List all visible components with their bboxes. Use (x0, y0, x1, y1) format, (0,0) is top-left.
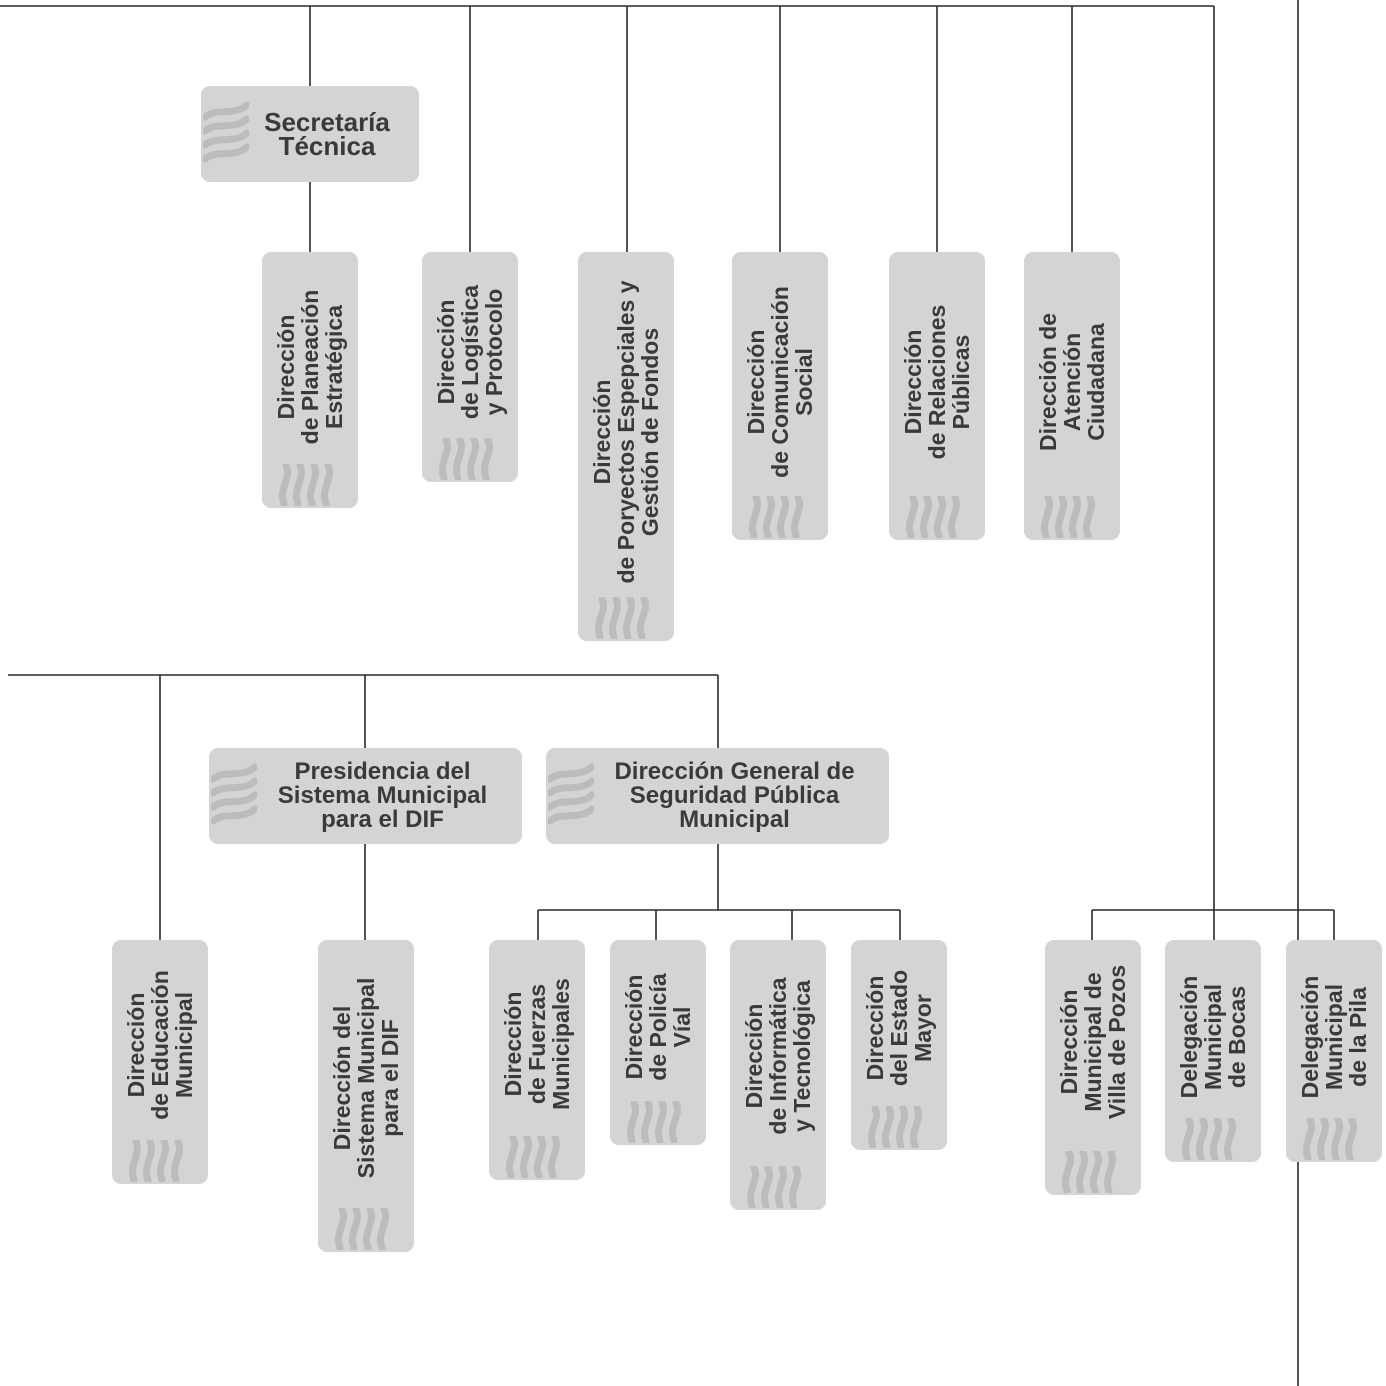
secretaria-tecnica-label: Secretaría Técnica (264, 107, 390, 161)
del-bocas-label: Delegación Municipal de Bocas (1176, 975, 1250, 1099)
dir-proyectos-label: Dirección de Poryectos Espepciales y Ges… (589, 280, 663, 584)
del-la-pila-label: Delegación Municipal de la Pila (1297, 975, 1371, 1099)
dir-policia-vial-label: Dirección de Policía Víal (621, 973, 695, 1081)
box-dir-villa-pozos: Dirección Municipal de Villa de Pozos (1045, 940, 1141, 1195)
wave-stripes-logo-icon (906, 496, 960, 538)
wave-stripes-logo-icon (1303, 1118, 1357, 1160)
box-secretaria-tecnica: Secretaría Técnica (201, 86, 419, 182)
wave-stripes-logo-icon (129, 1140, 183, 1182)
wave-stripes-logo-icon (749, 496, 803, 538)
box-dir-relaciones: Dirección de Relaciones Públicas (889, 252, 985, 540)
dir-logistica-label: Dirección de Logística y Protocolo (433, 284, 507, 420)
wave-stripes-logo-icon (1041, 496, 1095, 538)
wave-stripes-logo-icon (548, 763, 594, 825)
dir-comunicacion-label: Dirección de Comunicación Social (743, 286, 817, 478)
wave-stripes-logo-icon (211, 763, 257, 825)
dir-informatica-label: Dirección de Informática y Tecnológica (741, 977, 815, 1135)
dg-seguridad-label: Dirección General de Seguridad Pública M… (614, 758, 855, 833)
box-dir-educacion: Dirección de Educación Municipal (112, 940, 208, 1184)
box-dir-planeacion: Dirección de Planeación Estratégica (262, 252, 358, 508)
dir-atencion-label: Dirección de Atención Ciudadana (1035, 312, 1109, 452)
dir-estado-mayor-label: Dirección del Estado Mayor (862, 969, 936, 1087)
wave-stripes-logo-icon (335, 1208, 389, 1250)
box-dir-informatica: Dirección de Informática y Tecnológica (730, 940, 826, 1210)
box-dir-comunicacion: Dirección de Comunicación Social (732, 252, 828, 540)
wave-stripes-logo-icon (439, 438, 493, 480)
box-dir-sistema-dif: Dirección del Sistema Municipal para el … (318, 940, 414, 1252)
wave-stripes-logo-icon (627, 1101, 681, 1143)
wave-stripes-logo-icon (747, 1166, 801, 1208)
dir-villa-pozos-label: Dirección Municipal de Villa de Pozos (1056, 964, 1130, 1120)
dir-educacion-label: Dirección de Educación Municipal (123, 970, 197, 1120)
dir-planeacion-label: Dirección de Planeación Estratégica (273, 289, 347, 445)
wave-stripes-logo-icon (279, 464, 333, 506)
box-presidencia-dif: Presidencia del Sistema Municipal para e… (209, 748, 522, 844)
box-dir-fuerzas: Dirección de Fuerzas Municipales (489, 940, 585, 1180)
wave-stripes-logo-icon (868, 1106, 922, 1148)
dir-relaciones-label: Dirección de Relaciones Públicas (900, 304, 974, 460)
dir-sistema-dif-label: Dirección del Sistema Municipal para el … (329, 977, 403, 1179)
wave-stripes-logo-icon (203, 101, 249, 163)
wave-stripes-logo-icon (595, 597, 649, 639)
wave-stripes-logo-icon (506, 1136, 560, 1178)
box-dir-estado-mayor: Dirección del Estado Mayor (851, 940, 947, 1150)
wave-stripes-logo-icon (1182, 1118, 1236, 1160)
dir-fuerzas-label: Dirección de Fuerzas Municipales (500, 978, 574, 1110)
box-dir-policia-vial: Dirección de Policía Víal (610, 940, 706, 1145)
box-dg-seguridad: Dirección General de Seguridad Pública M… (546, 748, 889, 844)
box-dir-atencion: Dirección de Atención Ciudadana (1024, 252, 1120, 540)
presidencia-dif-label: Presidencia del Sistema Municipal para e… (277, 758, 488, 833)
box-del-bocas: Delegación Municipal de Bocas (1165, 940, 1261, 1162)
wave-stripes-logo-icon (1062, 1151, 1116, 1193)
box-del-la-pila: Delegación Municipal de la Pila (1286, 940, 1382, 1162)
box-dir-logistica: Dirección de Logística y Protocolo (422, 252, 518, 482)
box-dir-proyectos: Dirección de Poryectos Espepciales y Ges… (578, 252, 674, 641)
